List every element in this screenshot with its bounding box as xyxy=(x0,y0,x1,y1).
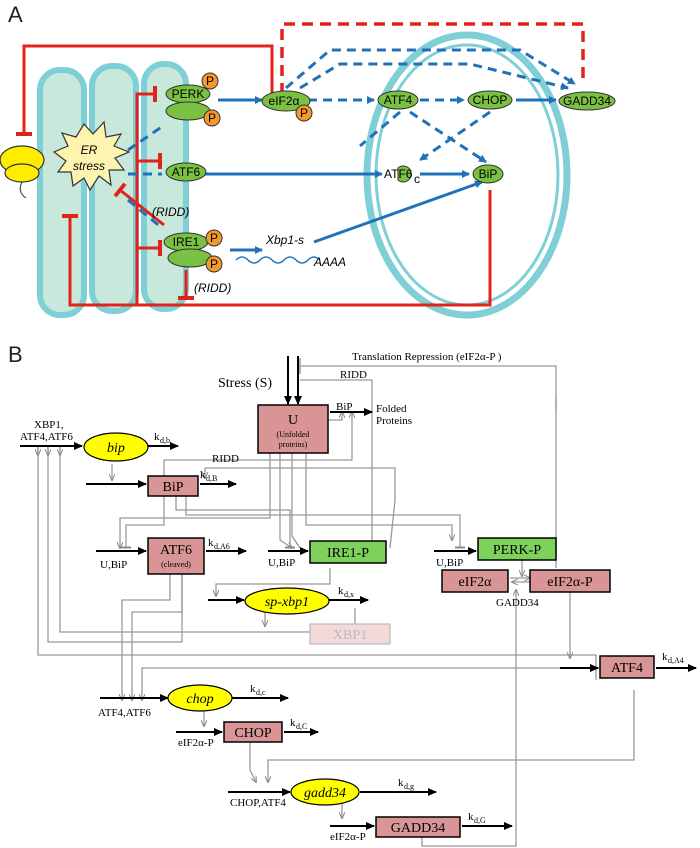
ire1-p2: P xyxy=(210,257,218,271)
bip-gene-label: bip xyxy=(107,441,125,456)
panel-b-label: B xyxy=(8,342,23,367)
atf6-label: ATF6 xyxy=(172,165,201,179)
kdg-label: k xyxy=(398,777,404,789)
ire1p-label: IRE1-P xyxy=(327,546,369,561)
kdG-sub: d,G xyxy=(474,816,486,825)
kdA6-label: k xyxy=(208,537,214,549)
eif2a-box-label: eIF2α xyxy=(459,575,493,590)
activation-lines xyxy=(204,96,557,254)
gadd34-gene-label: gadd34 xyxy=(304,786,346,801)
er-stress-star-icon xyxy=(52,120,131,192)
ridd-label-top: (RIDD) xyxy=(152,205,189,219)
kdA4-sub: d,A4 xyxy=(668,656,684,665)
gadd34-protein-label: GADD34 xyxy=(391,821,445,836)
kdg-sub: d,g xyxy=(404,782,414,791)
gray-connectors xyxy=(38,358,639,847)
gadd34-feedback-line xyxy=(280,22,585,94)
panel-a-label: A xyxy=(8,2,23,27)
bip-folded-label: BiP xyxy=(336,401,353,413)
xbp1-protein-label: XBP1 xyxy=(333,628,367,643)
u-sub1: (Unfolded xyxy=(277,430,310,439)
spxbp1-label: sp-xbp1 xyxy=(265,595,309,610)
kdB-sub: d,B xyxy=(206,474,217,483)
kdC-label: k xyxy=(290,717,296,729)
eif2a-p: P xyxy=(300,106,308,120)
ubip-atf6-label: U,BiP xyxy=(100,559,127,571)
u-title: U xyxy=(288,413,298,428)
kdx-label: k xyxy=(338,585,344,597)
kdA4-label: k xyxy=(662,651,668,663)
ubip-perk-label: U,BiP xyxy=(436,557,463,569)
chop-atf4-label: CHOP,ATF4 xyxy=(230,797,286,809)
xbp1-input-1: XBP1, xyxy=(34,419,64,431)
atf4atf6-label: ATF4,ATF6 xyxy=(98,707,151,719)
eif2ap-chop-label: eIF2α-P xyxy=(178,737,214,749)
chop-gene-label: chop xyxy=(186,692,213,707)
atf6c-sub: c xyxy=(414,172,420,186)
atf6-cleaved-title: ATF6 xyxy=(160,543,192,558)
aaaa-label: AAAA xyxy=(313,255,346,269)
ridd-top-label: RIDD xyxy=(340,369,367,381)
chop-protein-label: CHOP xyxy=(234,726,272,741)
dashed-activation-lines xyxy=(127,48,576,230)
perk-node: PERK P P xyxy=(165,72,221,127)
kdc-label: k xyxy=(250,683,256,695)
atf4-box-label: ATF4 xyxy=(611,661,643,676)
ridd-label-bottom: (RIDD) xyxy=(194,281,231,295)
ribosome-icon xyxy=(0,145,45,199)
ubip-ire1-label: U,BiP xyxy=(268,557,295,569)
gadd34-catalyst-label: GADD34 xyxy=(496,597,539,609)
xbp1s-label: Xbp1-s xyxy=(265,233,304,247)
eif2a-node: eIF2α P xyxy=(261,90,313,122)
xbp1s-mrna-icon xyxy=(235,256,321,264)
translation-repression-label: Translation Repression (eIF2α-P ) xyxy=(352,351,502,363)
er-stress-label-1: ER xyxy=(81,143,98,157)
kdb-label: k xyxy=(154,431,160,443)
atf4-label: ATF4 xyxy=(384,93,413,107)
kdx-sub: d,x xyxy=(344,590,354,599)
kdA6-sub: d,A6 xyxy=(214,542,230,551)
folded-label-1: Folded xyxy=(376,403,407,415)
ire1-p1: P xyxy=(210,231,218,245)
u-node: U (Unfolded proteins) xyxy=(257,404,329,454)
black-arrows xyxy=(20,356,697,830)
eif2a-label: eIF2α xyxy=(269,94,300,108)
kdc-sub: d,c xyxy=(256,688,266,697)
er-membranes xyxy=(37,61,189,318)
gadd34-label: GADD34 xyxy=(563,94,611,108)
panel-b: B xyxy=(8,342,697,847)
perkp-label: PERK-P xyxy=(493,543,541,558)
chop-label: CHOP xyxy=(473,93,508,107)
xbp1-input-2: ATF4,ATF6 xyxy=(20,431,73,443)
ire1-node: IRE1 P P xyxy=(163,229,223,273)
perk-p2: P xyxy=(208,111,216,125)
kdb-sub: d,b xyxy=(160,436,170,445)
kdC-sub: d,C xyxy=(296,722,307,731)
panel-a: A ER stress xyxy=(0,2,616,319)
atf6-cleaved-sub: (cleaved) xyxy=(161,560,191,569)
eif2ap-gadd-label: eIF2α-P xyxy=(330,831,366,843)
folded-label-2: Proteins xyxy=(376,415,412,427)
bip-label: BiP xyxy=(479,167,498,181)
bip-protein-label: BiP xyxy=(162,480,183,495)
perk-label: PERK xyxy=(172,87,205,101)
inhibition-lines xyxy=(16,44,492,307)
ridd-left-label: RIDD xyxy=(212,453,239,465)
er-stress-label-2: stress xyxy=(73,159,105,173)
u-sub2: proteins) xyxy=(279,440,308,449)
kdB-label: k xyxy=(200,469,206,481)
kdG-label: k xyxy=(468,811,474,823)
eif2ap-box-label: eIF2α-P xyxy=(547,575,593,590)
ire1-label: IRE1 xyxy=(173,235,200,249)
atf6-node: ATF6 xyxy=(165,162,207,182)
atf6c-label: ATF6 xyxy=(384,167,413,181)
stress-label: Stress (S) xyxy=(218,376,272,391)
perk-p1: P xyxy=(206,74,214,88)
